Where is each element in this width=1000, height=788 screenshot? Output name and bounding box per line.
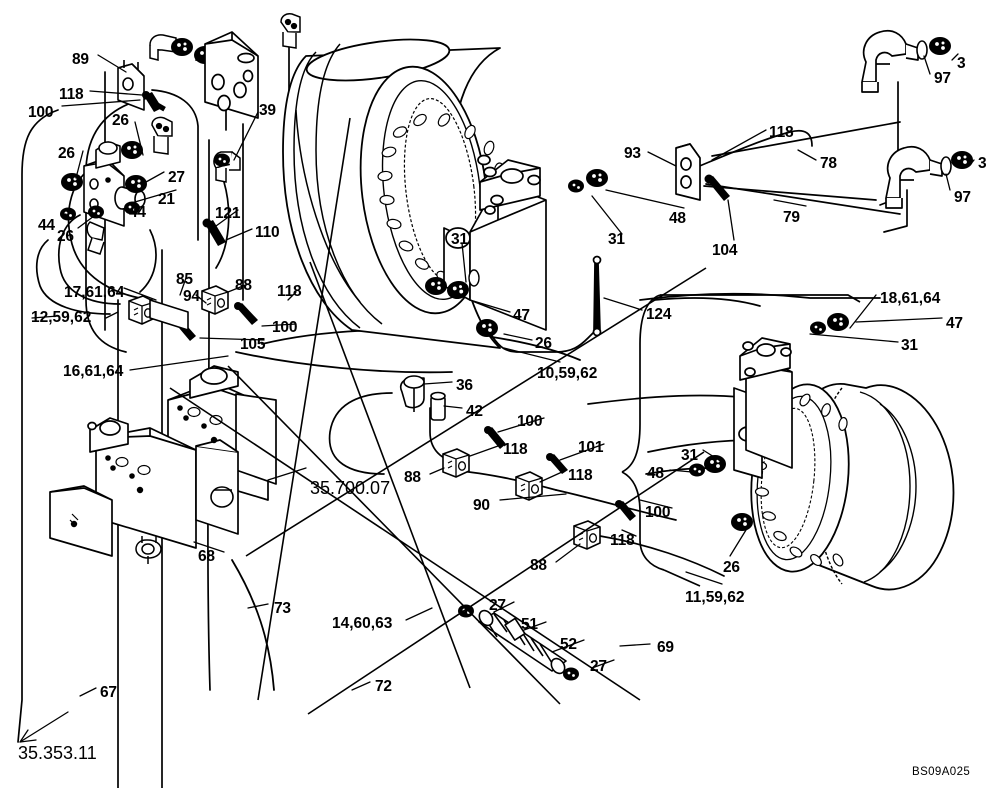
callout-3: 3: [957, 55, 966, 72]
callout-101: 101: [578, 439, 604, 456]
callout-18-61-64: 18,61,64: [880, 290, 941, 307]
callout-44: 44: [38, 217, 55, 234]
callout-31: 31: [608, 231, 625, 248]
callout-42: 42: [466, 403, 483, 420]
callout-100: 100: [28, 104, 54, 121]
callout-88: 88: [530, 557, 547, 574]
callout-12-59-62: 12,59,62: [31, 309, 92, 326]
assembly-reference-label: 35.700.07: [310, 478, 391, 498]
callout-105: 105: [240, 336, 266, 353]
callout-68: 68: [198, 548, 215, 565]
callout-118: 118: [610, 532, 635, 549]
callout-110: 110: [255, 224, 280, 241]
callout-118: 118: [503, 441, 528, 458]
callout-27: 27: [590, 658, 607, 675]
callout-118: 118: [277, 283, 302, 300]
callout-118: 118: [568, 467, 593, 484]
drawing-code-label: BS09A025: [912, 766, 971, 778]
callout-100: 100: [517, 413, 543, 430]
callout-79: 79: [783, 209, 800, 226]
callout-17-61-64: 17,61,64: [64, 284, 125, 301]
callout-73: 73: [274, 600, 291, 617]
callout-26: 26: [57, 228, 74, 245]
callout-26: 26: [535, 335, 552, 352]
callout-10-59-62: 10,59,62: [537, 365, 598, 382]
callout-31: 31: [451, 231, 468, 248]
callout-90: 90: [473, 497, 490, 514]
callout-89: 89: [72, 51, 89, 68]
callout-27: 27: [168, 169, 185, 186]
callout-67: 67: [100, 684, 117, 701]
callout-85: 85: [176, 271, 193, 288]
callout-121: 121: [215, 205, 241, 222]
callout-78: 78: [820, 155, 837, 172]
callout-118: 118: [59, 86, 84, 103]
callout-26: 26: [58, 145, 75, 162]
callout-97: 97: [934, 70, 951, 87]
callout-52: 52: [560, 636, 577, 653]
callout-26: 26: [112, 112, 129, 129]
callout-39: 39: [259, 102, 276, 119]
callout-104: 104: [712, 242, 738, 259]
callout-97: 97: [954, 189, 971, 206]
callout-88: 88: [404, 469, 421, 486]
callout-26: 26: [723, 559, 740, 576]
callout-47: 47: [513, 307, 530, 324]
callout-31: 31: [681, 447, 698, 464]
callout-51: 51: [521, 616, 538, 633]
callout-27: 27: [489, 597, 506, 614]
sheet-reference-label: 35.353.11: [18, 743, 97, 763]
callout-31: 31: [901, 337, 918, 354]
callout-47: 47: [946, 315, 963, 332]
callout-100: 100: [645, 504, 671, 521]
callout-124: 124: [646, 306, 672, 323]
callout-16-61-64: 16,61,64: [63, 363, 124, 380]
callout-14-60-63: 14,60,63: [332, 615, 393, 632]
callout-72: 72: [375, 678, 392, 695]
callout-48: 48: [669, 210, 686, 227]
callout-69: 69: [657, 639, 674, 656]
callout-44: 44: [129, 204, 146, 221]
callout-21: 21: [158, 191, 175, 208]
callout-94: 94: [183, 288, 200, 305]
callout-88: 88: [235, 277, 252, 294]
callout-11-59-62: 11,59,62: [685, 589, 745, 606]
callout-3: 3: [978, 155, 987, 172]
callout-36: 36: [456, 377, 473, 394]
callout-118: 118: [769, 124, 794, 141]
callout-93: 93: [624, 145, 641, 162]
callout-100: 100: [272, 319, 298, 336]
callout-48: 48: [647, 465, 664, 482]
